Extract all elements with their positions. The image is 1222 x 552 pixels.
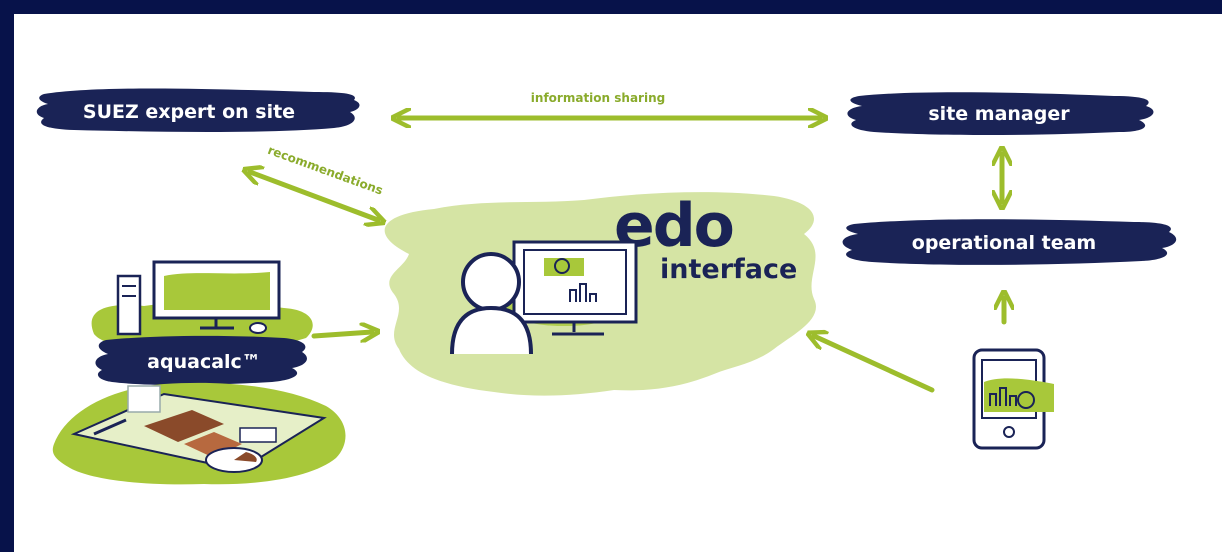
site-manager-label: site manager [928, 103, 1070, 125]
site-manager-node-shape [847, 92, 1154, 135]
tablet-to-edo-arrow [814, 336, 935, 393]
aquacalc-node-shape [95, 335, 307, 385]
user-at-screen-icon [450, 240, 638, 355]
information-sharing-label: information sharing [531, 91, 665, 105]
diagram-canvas: SUEZ expert on site site manager operati… [14, 14, 1222, 552]
suez-expert-node-shape [36, 88, 360, 132]
edo-subtitle: interface [660, 254, 797, 285]
recommendations-arrow [250, 172, 378, 220]
treatment-plant-icon [52, 382, 346, 485]
aquacalc-label: aquacalc™ [147, 351, 261, 373]
aquacalc-to-edo-arrow [311, 332, 372, 336]
operational-team-node-shape [842, 219, 1177, 265]
diagram-svg: SUEZ expert on site site manager operati… [36, 88, 1177, 485]
recommendations-label: recommendations [266, 143, 385, 198]
tablet-icon [972, 348, 1054, 450]
operational-team-label: operational team [912, 232, 1096, 254]
desktop-computer-icon [91, 260, 313, 348]
suez-expert-label: SUEZ expert on site [83, 101, 295, 123]
